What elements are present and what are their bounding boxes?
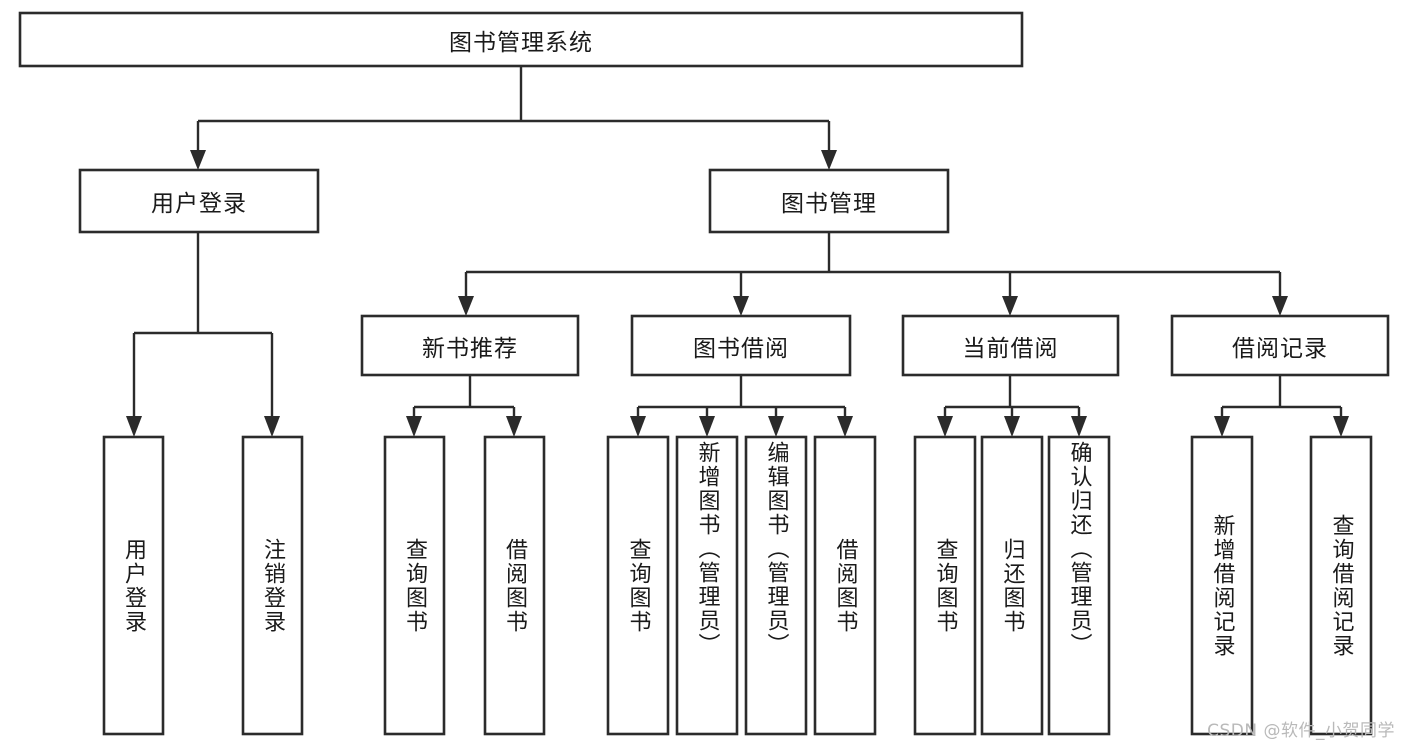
arrowhead-br-leaf1 (1214, 416, 1230, 437)
node-box-leaf-bb-borrow[interactable] (813, 435, 877, 736)
connector-group-user-login-to-leaves (126, 232, 280, 437)
node-box-book-borrow[interactable] (630, 314, 852, 377)
arrowhead-cb-leaf2 (1004, 416, 1020, 437)
arrowhead-book-borrow (733, 296, 749, 316)
node-box-leaf-logout[interactable] (241, 435, 304, 736)
connector-group-book-borrow-to-leaves (630, 375, 853, 437)
connector-group-borrow-record-to-leaves (1214, 375, 1349, 437)
node-box-leaf-br-add[interactable] (1190, 435, 1254, 736)
arrowhead-leaf-user-login (126, 416, 142, 437)
watermark-text: CSDN @软件_小贺同学 (1207, 721, 1395, 741)
arrowhead-leaf-logout (264, 416, 280, 437)
node-box-user-login[interactable] (78, 168, 320, 234)
connector-group-root-to-level2 (190, 66, 837, 170)
node-box-leaf-nb-query[interactable] (383, 435, 446, 736)
node-box-book-manage[interactable] (708, 168, 950, 234)
arrowhead-current-borrow (1002, 296, 1018, 316)
node-box-leaf-cb-query[interactable] (913, 435, 977, 736)
arrowhead-nb-leaf2 (506, 416, 522, 437)
connector-group-new-book-to-leaves (406, 375, 522, 437)
node-box-leaf-nb-borrow[interactable] (483, 435, 546, 736)
arrowhead-br-leaf2 (1333, 416, 1349, 437)
arrowhead-nb-leaf1 (406, 416, 422, 437)
arrowhead-book-manage (821, 150, 837, 170)
connector-group-book-manage-to-level3 (458, 232, 1288, 316)
node-box-leaf-cb-return[interactable] (980, 435, 1044, 736)
arrowhead-user-login (190, 150, 206, 170)
arrowhead-bb-leaf1 (630, 416, 646, 437)
arrowhead-cb-leaf1 (937, 416, 953, 437)
node-box-leaf-cb-confirm[interactable] (1047, 435, 1111, 736)
arrowhead-bb-leaf4 (837, 416, 853, 437)
arrowhead-borrow-record (1272, 296, 1288, 316)
node-box-leaf-user-login[interactable] (102, 435, 165, 736)
connector-group-current-borrow-to-leaves (937, 375, 1087, 437)
arrowhead-cb-leaf3 (1071, 416, 1087, 437)
node-box-root[interactable] (18, 11, 1024, 68)
node-box-leaf-br-query[interactable] (1309, 435, 1373, 736)
node-box-new-book[interactable] (360, 314, 580, 377)
node-box-leaf-bb-query[interactable] (606, 435, 670, 736)
arrowhead-new-book (458, 296, 474, 316)
arrowhead-bb-leaf3 (768, 416, 784, 437)
node-box-leaf-bb-edit[interactable] (744, 435, 808, 736)
node-box-current-borrow[interactable] (901, 314, 1120, 377)
node-box-leaf-bb-add[interactable] (675, 435, 739, 736)
node-box-borrow-record[interactable] (1170, 314, 1390, 377)
arrowhead-bb-leaf2 (699, 416, 715, 437)
